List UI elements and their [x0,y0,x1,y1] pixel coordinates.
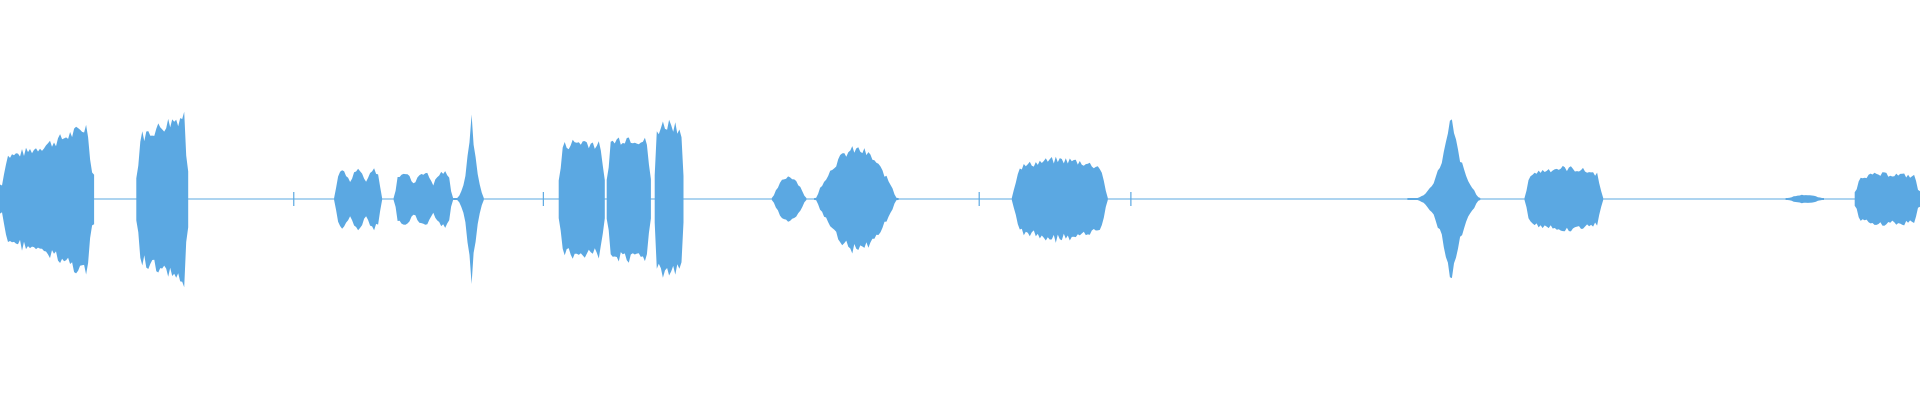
waveform-segment [1854,172,1920,226]
waveform-segment [1524,165,1604,232]
waveform-segment [1011,156,1108,243]
waveform-segment [654,119,684,278]
waveform-segment [771,176,807,222]
waveform-segment [606,137,651,263]
waveform-segment [453,114,484,284]
waveform-segment [1407,119,1481,279]
waveform-segment [334,168,383,231]
waveform-segment [393,171,454,228]
waveform-segment [1785,194,1824,204]
waveform-segment [558,139,605,259]
waveform-segment [136,111,189,288]
waveform-segment [814,146,899,254]
waveform-segment [0,124,95,275]
